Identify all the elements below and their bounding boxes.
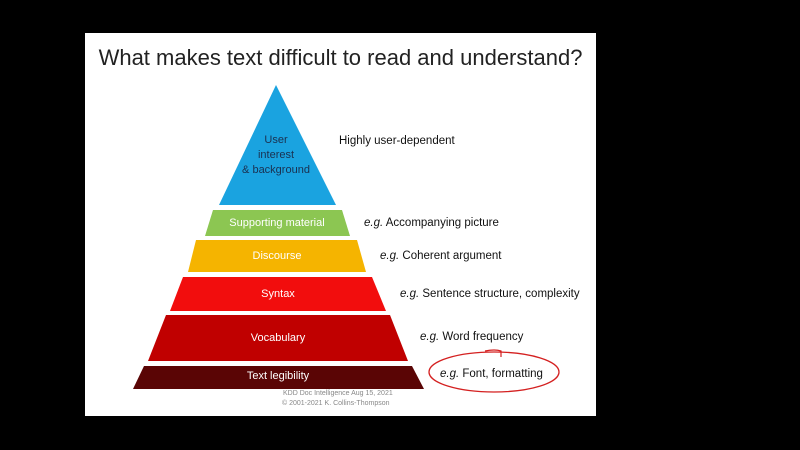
note-text: Coherent argument — [402, 250, 502, 262]
tier-label: Text legibility — [246, 370, 310, 382]
note-prefix: e.g. — [364, 217, 384, 229]
tier-syntax — [170, 277, 386, 311]
tier-user-label: User interest & background — [242, 133, 310, 178]
note-text: Accompanying picture — [385, 217, 499, 229]
note: e.g. Sentence structure, complexity — [400, 288, 580, 300]
footer-line1: KDD Doc Intelligence Aug 15, 2021 — [283, 390, 393, 397]
tier-label: Supporting material — [229, 217, 325, 229]
tier-label: Syntax — [261, 288, 295, 300]
tier-text-legibility — [133, 366, 424, 389]
annotation-circle — [428, 351, 560, 393]
note: e.g. Coherent argument — [380, 250, 501, 262]
tier-label: Vocabulary — [250, 332, 306, 344]
note-prefix: e.g. — [420, 331, 440, 343]
note-prefix: e.g. — [400, 288, 420, 300]
footer-line2: © 2001-2021 K. Collins-Thompson — [282, 400, 390, 407]
note: e.g. Accompanying picture — [364, 217, 499, 229]
note: e.g. Font, formatting — [440, 368, 543, 380]
tier-vocabulary — [148, 315, 408, 361]
note-prefix: e.g. — [440, 368, 460, 380]
annotation-tick — [484, 349, 502, 357]
note-text: Sentence structure, complexity — [422, 288, 580, 300]
note-text: Font, formatting — [462, 368, 543, 380]
tier-user-line: User — [264, 134, 288, 146]
slide-title: What makes text difficult to read and un… — [98, 45, 583, 70]
tier-discourse — [188, 240, 366, 272]
tier-supporting-material — [205, 210, 350, 236]
tier-user-line: interest — [257, 149, 295, 161]
pyramid-diagram — [133, 85, 560, 393]
slide: What makes text difficult to read and un… — [85, 33, 596, 416]
note-user: Highly user-dependent — [339, 135, 455, 147]
tier-user-line: & background — [242, 164, 310, 176]
note-text: Word frequency — [442, 331, 524, 343]
note: e.g. Word frequency — [420, 331, 523, 343]
tier-label: Discourse — [252, 250, 302, 262]
note-prefix: e.g. — [380, 250, 400, 262]
tier-user-interest — [219, 85, 336, 205]
